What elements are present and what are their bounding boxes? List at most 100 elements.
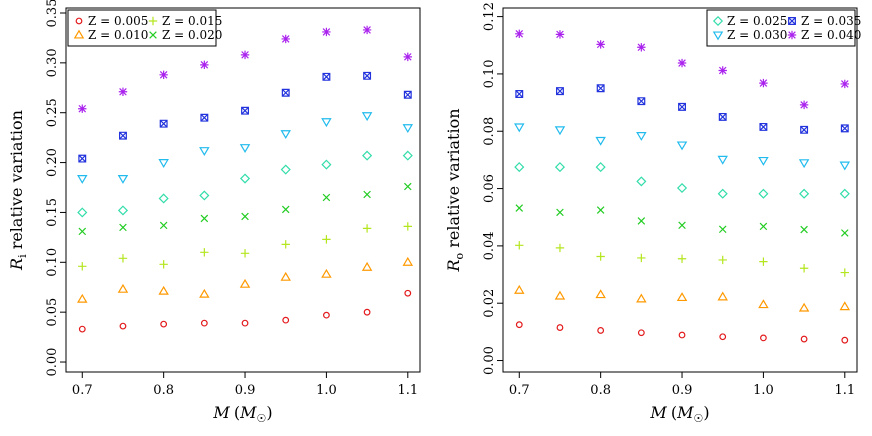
data-point xyxy=(758,188,769,199)
data-point xyxy=(678,331,686,339)
data-point xyxy=(402,124,414,134)
data-point xyxy=(402,256,414,266)
data-point xyxy=(554,290,566,300)
y-tick-label: 0.05 xyxy=(45,298,60,327)
data-point xyxy=(281,34,290,44)
data-point xyxy=(596,252,605,261)
data-point xyxy=(677,58,687,68)
data-point xyxy=(362,25,372,35)
legend-marker xyxy=(73,29,85,39)
legend-label: Z = 0.010 xyxy=(88,28,148,42)
data-point xyxy=(799,188,810,199)
data-point xyxy=(118,87,128,96)
data-point xyxy=(280,271,291,281)
data-point xyxy=(554,126,566,136)
x-axis-label-unit: M xyxy=(239,403,257,422)
series-5 xyxy=(514,123,851,171)
data-point xyxy=(841,229,849,237)
data-point xyxy=(840,79,849,89)
data-point xyxy=(117,205,129,216)
data-point xyxy=(404,289,412,297)
data-point xyxy=(321,268,332,278)
series-6 xyxy=(515,84,849,134)
series-2 xyxy=(515,241,849,277)
series-4 xyxy=(77,150,413,218)
x-axis-label-open: ( xyxy=(234,403,240,422)
data-point xyxy=(403,90,412,99)
data-point xyxy=(515,241,524,250)
y-tick-label: 0.00 xyxy=(45,348,60,377)
data-point xyxy=(78,154,87,163)
series-3 xyxy=(515,204,849,237)
data-point xyxy=(159,260,168,269)
data-point xyxy=(515,204,524,212)
data-point xyxy=(77,174,88,184)
data-point xyxy=(363,308,371,316)
series-1 xyxy=(514,284,851,312)
data-point xyxy=(637,43,646,52)
x-tick-label: 0.9 xyxy=(672,383,693,398)
y-axis-label-var: R xyxy=(7,258,26,271)
legend-label: Z = 0.015 xyxy=(162,14,222,28)
data-point xyxy=(515,321,523,329)
data-point xyxy=(321,118,332,128)
y-axis-label-var: R xyxy=(444,259,463,272)
x-axis-label-sub: ☉ xyxy=(256,412,266,425)
data-point xyxy=(361,261,373,271)
data-point xyxy=(840,124,849,133)
data-point xyxy=(323,311,330,319)
legend-label: Z = 0.030 xyxy=(727,28,787,42)
data-point xyxy=(78,227,87,236)
data-point xyxy=(676,141,688,151)
x-tick-label: 0.7 xyxy=(72,383,93,398)
data-point xyxy=(119,322,127,330)
data-point xyxy=(281,240,290,249)
plot-frame xyxy=(502,7,858,373)
y-axis-label-sub: o xyxy=(453,252,466,259)
series-1 xyxy=(77,256,414,303)
data-point xyxy=(514,284,525,294)
x-tick-label: 0.9 xyxy=(235,383,256,398)
series-6 xyxy=(78,71,412,163)
y-tick-label: 0.04 xyxy=(482,231,497,260)
series-2 xyxy=(78,222,412,271)
data-point xyxy=(841,336,849,344)
data-point xyxy=(119,223,127,232)
x-tick-label: 1.1 xyxy=(834,383,855,398)
data-point xyxy=(758,156,769,166)
data-point xyxy=(676,292,688,302)
data-point xyxy=(362,150,373,161)
data-point xyxy=(676,182,688,194)
legend-marker xyxy=(149,31,157,39)
data-point xyxy=(759,257,768,266)
data-point xyxy=(596,84,605,93)
data-point xyxy=(799,264,809,273)
data-point xyxy=(239,173,251,184)
data-point xyxy=(322,193,331,202)
data-point xyxy=(321,159,332,170)
series-0 xyxy=(515,321,849,344)
data-point xyxy=(636,176,647,187)
data-point xyxy=(200,60,209,70)
y-tick-label: 0.15 xyxy=(45,198,60,227)
y-tick-label: 0.30 xyxy=(45,48,60,77)
data-point xyxy=(514,123,525,133)
data-point xyxy=(514,162,525,173)
series-7 xyxy=(515,29,849,110)
data-point xyxy=(677,254,687,263)
data-point xyxy=(798,159,810,169)
x-axis-label-close: ) xyxy=(266,403,272,422)
data-point xyxy=(78,104,87,113)
data-point xyxy=(596,206,605,214)
data-point xyxy=(241,319,249,327)
series-3 xyxy=(78,182,412,236)
data-point xyxy=(117,174,129,184)
data-point xyxy=(800,125,809,134)
data-point xyxy=(798,302,810,312)
data-point xyxy=(637,97,646,106)
data-point xyxy=(199,190,210,201)
x-axis-label: M(M☉) xyxy=(212,403,272,425)
series-4 xyxy=(514,162,850,199)
